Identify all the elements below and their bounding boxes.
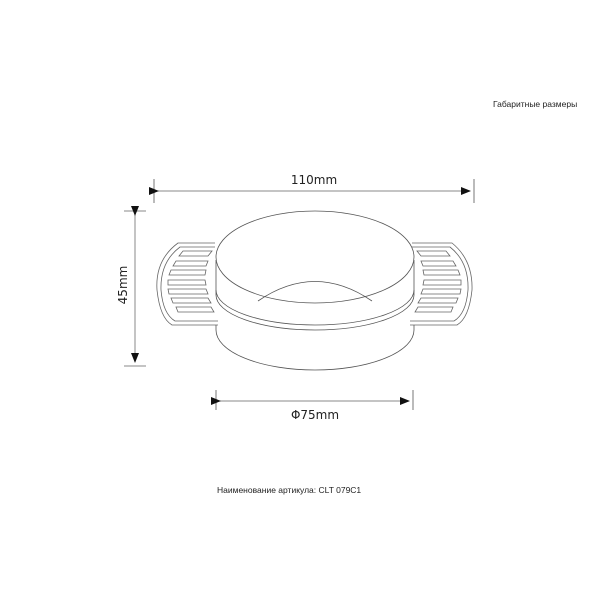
width-label: 110mm (291, 173, 337, 187)
height-dimension: 45mm (116, 206, 146, 367)
page-title: Габаритные размеры (493, 99, 578, 109)
diameter-dimension: Φ75mm (211, 390, 414, 422)
width-dimension: 110mm (149, 173, 475, 203)
right-spring-clip (410, 242, 473, 326)
height-label: 45mm (116, 266, 130, 305)
left-spring-clip (156, 242, 218, 326)
fixture-body (215, 210, 415, 371)
diameter-label: Φ75mm (291, 408, 339, 422)
article-name: Наименование артикула: CLT 079C1 (217, 485, 362, 495)
